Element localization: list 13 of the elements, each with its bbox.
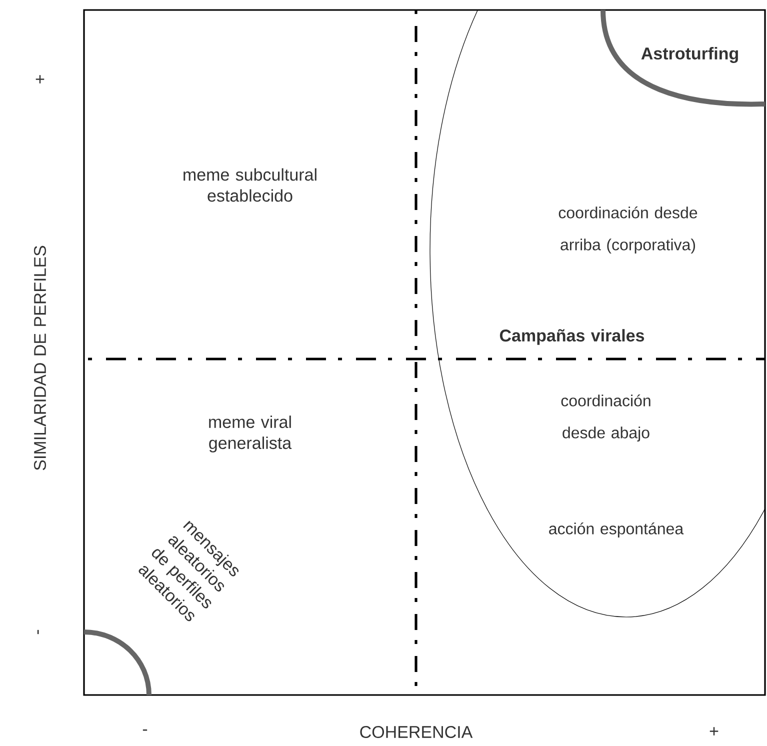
region-title: Astroturfing (641, 47, 738, 63)
ellipse-label: coordinación desde arriba (corporativa) (558, 206, 698, 254)
ellipse-label: coordinación desde abajo (561, 394, 650, 442)
axis-sign: + (36, 75, 44, 84)
ellipse-label: acción espontánea (549, 522, 684, 538)
axis-sign: - (37, 630, 39, 634)
axis-title: COHERENCIA (360, 726, 473, 738)
region-title: Campañas virales (500, 329, 644, 345)
axis-sign: + (710, 727, 718, 736)
axis-sign: - (142, 729, 148, 731)
axis-title: SIMILARIDAD DE PERFILES (34, 246, 46, 470)
quadrant-label: meme subcultural establecido (184, 168, 316, 202)
quadrant-label: meme viral generalista (209, 416, 292, 452)
